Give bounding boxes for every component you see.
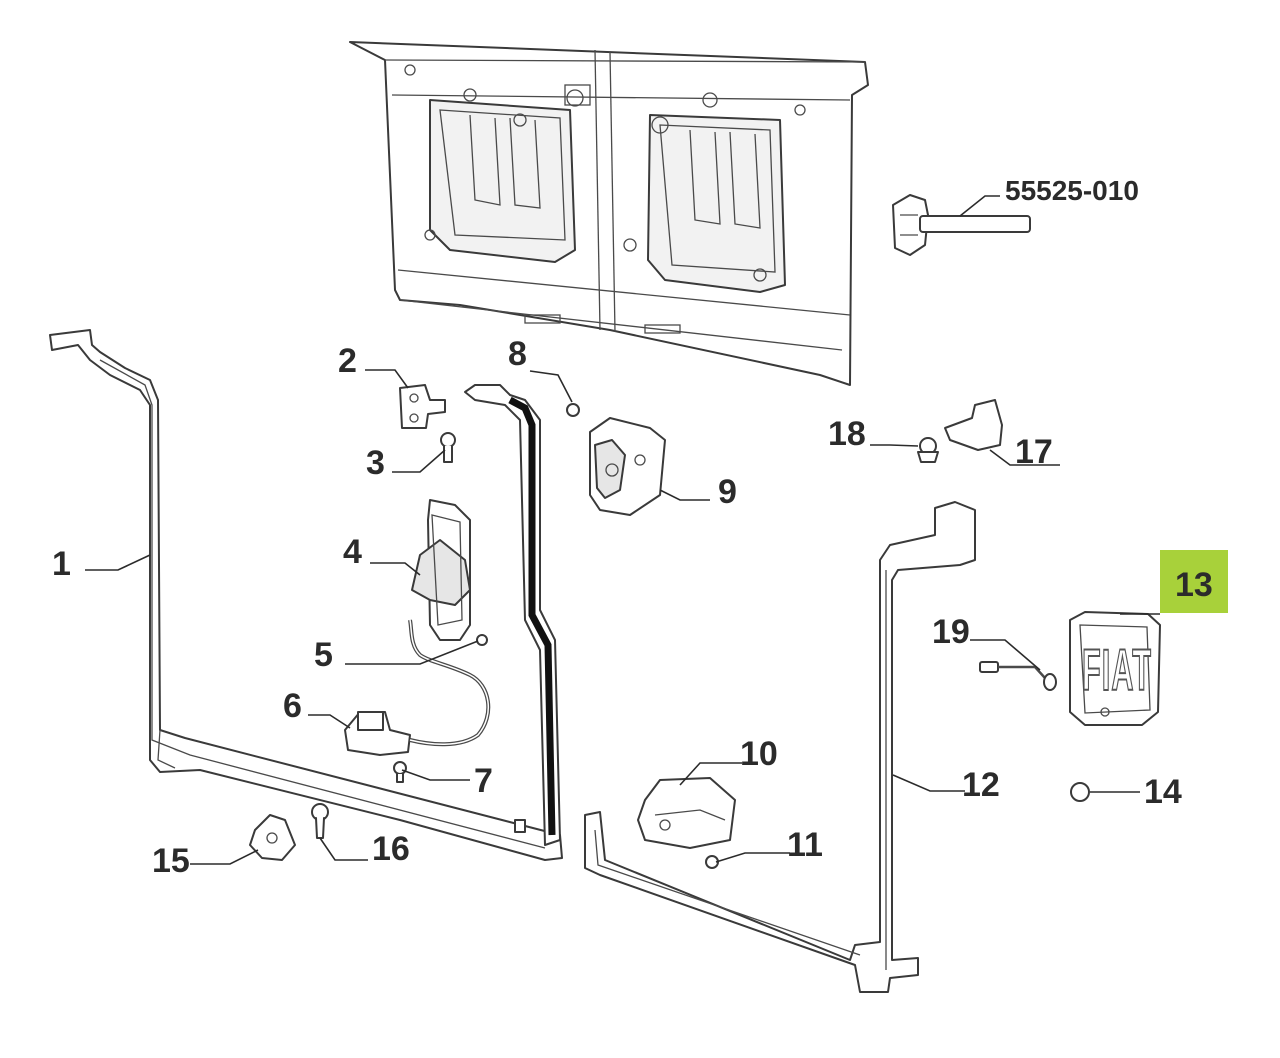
highlight-box-13: [1160, 550, 1228, 613]
callout-4: 4: [343, 533, 362, 571]
callout-6: 6: [283, 687, 302, 725]
callout-3: 3: [366, 444, 385, 482]
part-55525-010-hinge: [892, 194, 1031, 256]
center-seal-strip: [464, 384, 561, 846]
part-5-bolt: [476, 634, 488, 646]
part-2-bracket: [399, 384, 446, 429]
callout-16: 16: [372, 830, 410, 868]
part-6-lock-cable: [344, 619, 491, 756]
door-panel: [349, 41, 869, 386]
callouts: 55525-010 1 2 3 4 5 6 7 8 9 10 11 12 13 …: [52, 175, 1213, 880]
emblem-text: FIAT: [1082, 638, 1152, 703]
part-10-latch: [637, 777, 736, 849]
callout-1: 1: [52, 545, 71, 583]
callout-2: 2: [338, 342, 357, 380]
part-4-handle: [411, 499, 471, 641]
callout-19: 19: [932, 613, 970, 651]
callout-18: 18: [828, 415, 866, 453]
callout-11: 11: [787, 826, 823, 864]
callout-55525-010: 55525-010: [1005, 175, 1139, 206]
part-19-wiring: [979, 661, 1057, 691]
part-14-nut: [1070, 782, 1090, 802]
callout-5: 5: [314, 636, 333, 674]
part-3-screw: [440, 432, 456, 463]
callout-13: 13: [1175, 566, 1213, 604]
part-17-bracket: [944, 399, 1003, 451]
part-16-pin: [311, 803, 329, 839]
leader-lines: [85, 369, 1160, 865]
part-12-right-seal: [584, 501, 976, 993]
callout-17: 17: [1015, 433, 1053, 471]
part-13-emblem: FIAT: [1069, 611, 1161, 726]
callout-10: 10: [740, 735, 778, 773]
part-7-screw: [393, 761, 407, 783]
part-15-clip: [249, 814, 296, 861]
callout-7: 7: [474, 762, 493, 800]
callout-15: 15: [152, 842, 190, 880]
part-8-clip: [566, 403, 580, 417]
callout-8: 8: [508, 335, 527, 373]
callout-12: 12: [962, 766, 1000, 804]
part-18-fastener: [917, 437, 939, 463]
part-1-left-seal: [49, 329, 563, 861]
callout-14: 14: [1144, 773, 1182, 811]
callout-9: 9: [718, 473, 737, 511]
part-9-lock: [589, 417, 666, 516]
